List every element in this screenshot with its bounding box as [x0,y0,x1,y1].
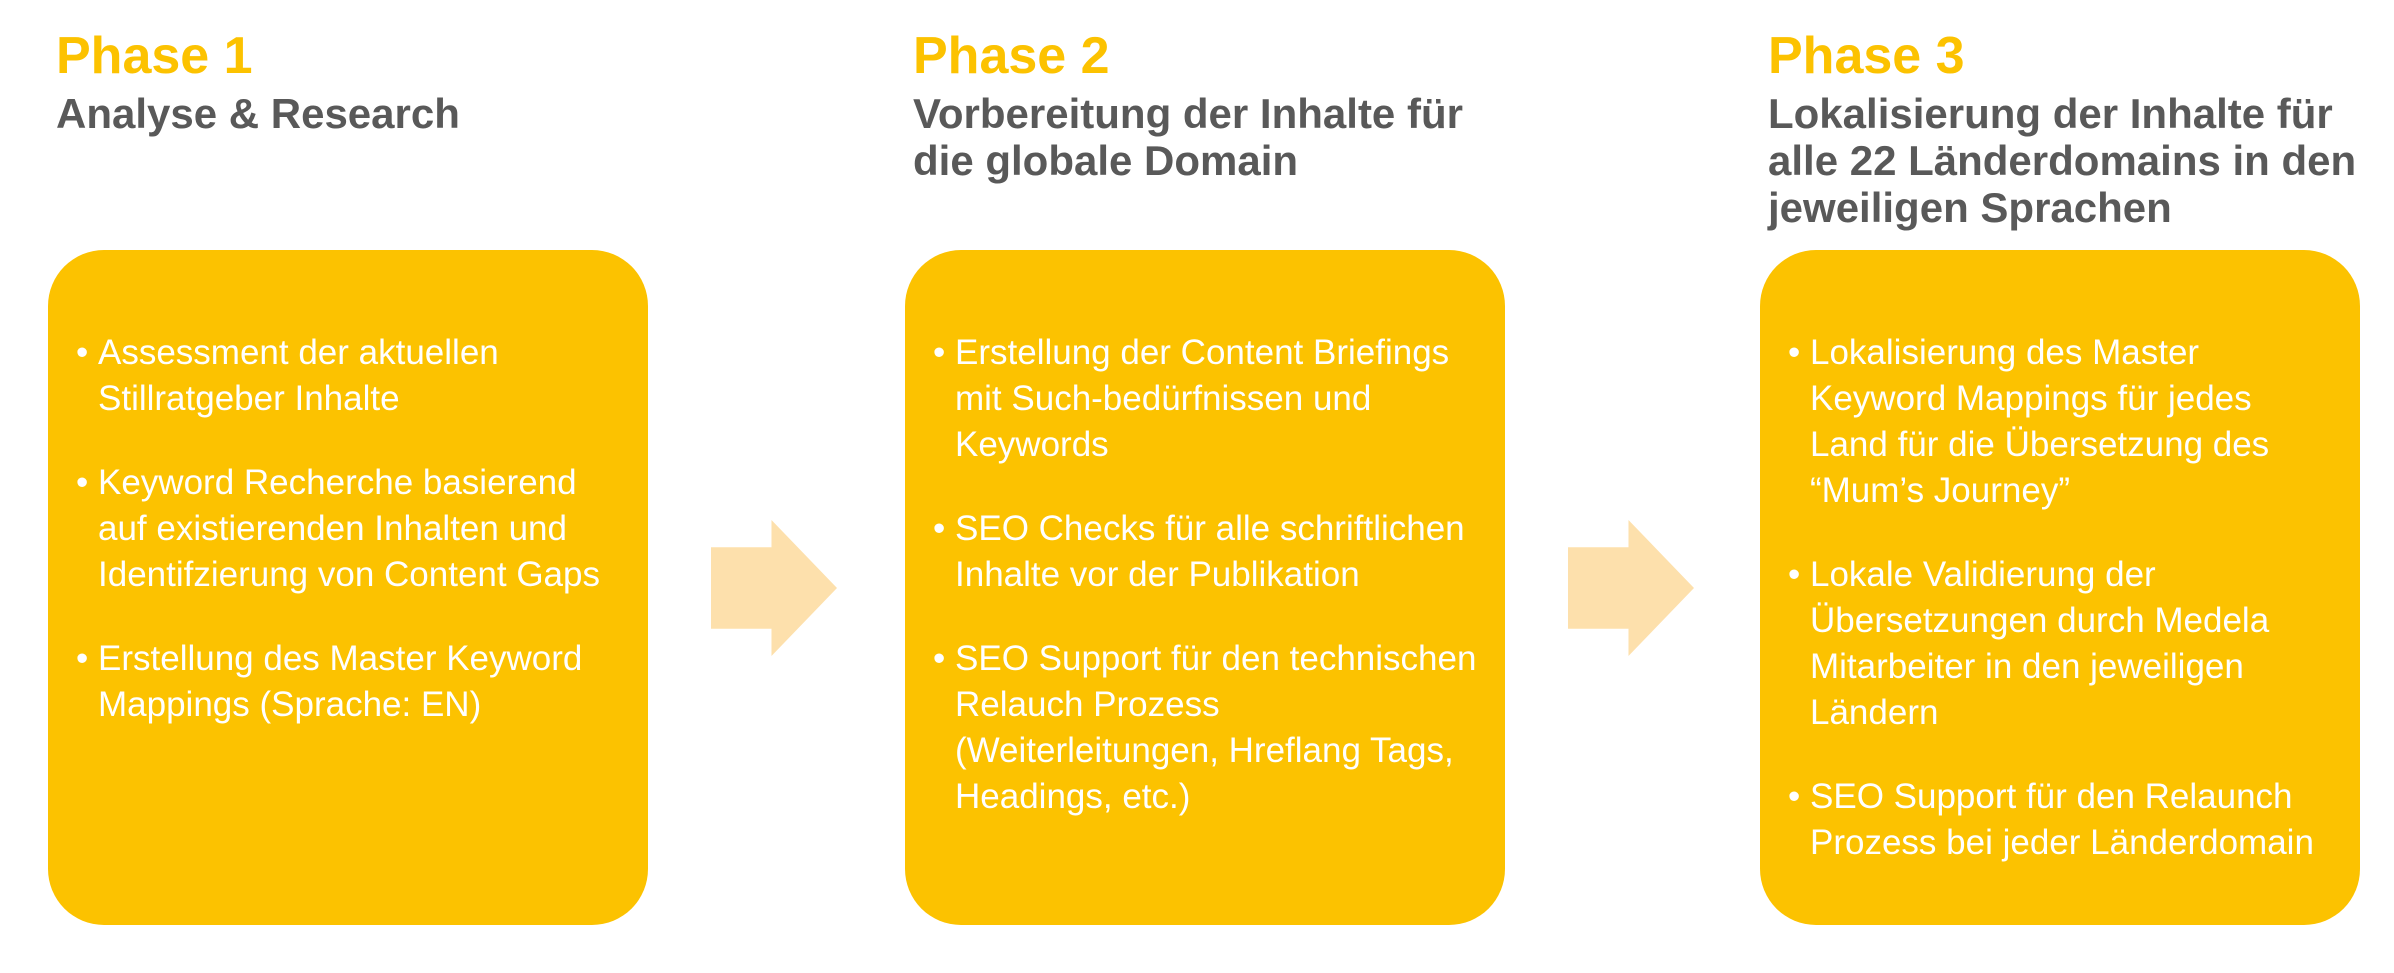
phase-subtitle-line: Lokalisierung der Inhalte für [1768,90,2333,137]
phase-subtitle-line: Analyse & Research [56,90,460,137]
phase-title: Phase 2 [913,27,1110,85]
bullet-text: SEO Support für den technischen Relauch … [955,639,1477,816]
bullet-marker: • [76,333,89,372]
bullet-marker: • [1788,333,1801,372]
bullet-text: Lokalisierung des Master Keyword Mapping… [1810,333,2270,510]
bullet-marker: • [933,333,946,372]
bullet-marker: • [1788,777,1801,816]
phase-3-column: Phase 3 Lokalisierung der Inhalte für al… [1760,0,2360,973]
arrow-right-icon [1568,520,1694,656]
bullet-item: • Keyword Recherche basierend auf existi… [76,460,620,598]
phase-2-column: Phase 2 Vorbereitung der Inhalte für die… [905,0,1505,973]
bullet-marker: • [933,509,946,548]
bullet-marker: • [76,463,89,502]
phase-box: • Assessment der aktuellen Stillratgeber… [48,250,648,925]
bullet-item: • SEO Support für den technischen Relauc… [933,636,1477,820]
bullet-list: • Erstellung der Content Briefings mit S… [933,330,1477,820]
bullet-marker: • [933,639,946,678]
phase-2-header: Phase 2 Vorbereitung der Inhalte für die… [913,26,1505,184]
phase-title: Phase 1 [56,27,253,85]
phase-subtitle: Analyse & Research [56,90,648,137]
bullet-list: • Assessment der aktuellen Stillratgeber… [76,330,620,728]
bullet-item: • Erstellung des Master Keyword Mappings… [76,636,620,728]
phase-box: • Erstellung der Content Briefings mit S… [905,250,1505,925]
bullet-text: Assessment der aktuellen Stillratgeber I… [98,333,499,418]
phase-box: • Lokalisierung des Master Keyword Mappi… [1760,250,2360,925]
phase-3-header: Phase 3 Lokalisierung der Inhalte für al… [1768,26,2360,231]
bullet-text: Keyword Recherche basierend auf existier… [98,463,600,594]
bullet-list: • Lokalisierung des Master Keyword Mappi… [1788,330,2332,866]
phase-subtitle: Lokalisierung der Inhalte für alle 22 Lä… [1768,90,2360,231]
bullet-item: • Assessment der aktuellen Stillratgeber… [76,330,620,422]
arrow-right-icon [711,520,837,656]
bullet-text: SEO Checks für alle schriftlichen Inhalt… [955,509,1465,594]
bullet-item: • Lokalisierung des Master Keyword Mappi… [1788,330,2332,514]
bullet-marker: • [76,639,89,678]
phase-1-header: Phase 1 Analyse & Research [56,26,648,137]
phase-subtitle: Vorbereitung der Inhalte für die globale… [913,90,1505,184]
phase-title: Phase 3 [1768,27,1965,85]
phase-subtitle-line: alle 22 Länderdomains in den [1768,137,2357,184]
bullet-marker: • [1788,555,1801,594]
bullet-text: SEO Support für den Relaunch Prozess bei… [1810,777,2314,862]
bullet-text: Erstellung der Content Briefings mit Suc… [955,333,1450,464]
phase-subtitle-line: jeweiligen Sprachen [1768,184,2172,231]
bullet-item: • Erstellung der Content Briefings mit S… [933,330,1477,468]
bullet-text: Erstellung des Master Keyword Mappings (… [98,639,583,724]
bullet-item: • SEO Support für den Relaunch Prozess b… [1788,774,2332,866]
phase-1-column: Phase 1 Analyse & Research • Assessment … [48,0,648,973]
bullet-text: Lokale Validierung der Übersetzungen dur… [1810,555,2270,732]
phase-subtitle-line: Vorbereitung der Inhalte für [913,90,1463,137]
phase-subtitle-line: die globale Domain [913,137,1299,184]
bullet-item: • SEO Checks für alle schriftlichen Inha… [933,506,1477,598]
bullet-item: • Lokale Validierung der Übersetzungen d… [1788,552,2332,736]
